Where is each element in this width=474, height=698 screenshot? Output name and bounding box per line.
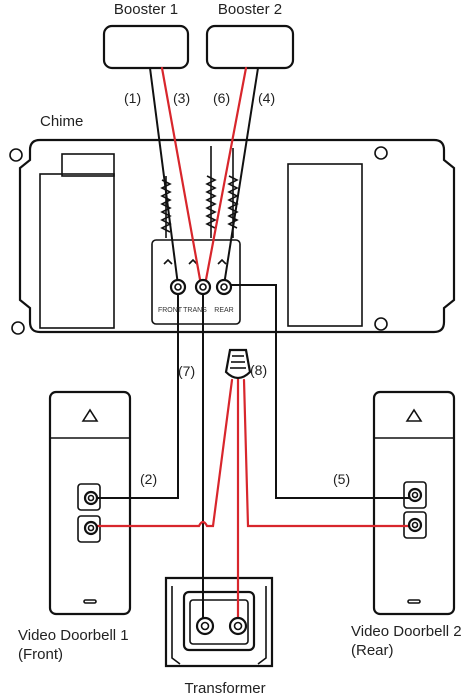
doorbell-2-slot [407, 599, 421, 604]
doorbell-2-label-line1: Video Doorbell 2 [351, 623, 462, 640]
transformer-label: Transformer [184, 680, 265, 697]
screw-terminal-icon [195, 616, 215, 636]
doorbell-2-body [372, 390, 456, 616]
wire-5 [223, 284, 416, 499]
chime-mount-hole-tr [374, 146, 388, 160]
wire-label-2: (2) [140, 471, 157, 487]
terminal-bracket-rear [217, 258, 227, 265]
booster-2-box [205, 24, 295, 70]
screw-terminal-icon [194, 278, 212, 296]
chime-mount-hole-br [374, 317, 388, 331]
doorbell-1-terminal-lower-plate [77, 515, 101, 543]
screw-terminal-icon [169, 278, 187, 296]
wire-nut-icon [224, 348, 252, 380]
triangle-up-icon [405, 408, 423, 422]
wire-label-5: (5) [333, 471, 350, 487]
transformer-inner [189, 599, 249, 645]
wire-6 [203, 66, 248, 287]
doorbell-2-terminal-upper-plate [403, 481, 427, 509]
transformer-body [182, 590, 256, 652]
chime-mount-hole-bl [11, 321, 25, 335]
chime-tab [61, 153, 115, 177]
screw-terminal-icon [83, 520, 99, 536]
triangle-up-icon [81, 408, 99, 422]
wire-label-8: (8) [250, 362, 267, 378]
wire-label-4: (4) [258, 90, 275, 106]
terminal-bracket-front [163, 258, 173, 265]
wire-label-3: (3) [173, 90, 190, 106]
booster-2-label: Booster 2 [218, 1, 282, 18]
wire-2 [90, 290, 179, 499]
wire-8-to-doorbell-1 [89, 378, 234, 528]
chime-spring-middle [205, 146, 217, 238]
wire-label-7: (7) [178, 363, 195, 379]
screw-terminal-icon [215, 278, 233, 296]
chime-housing [18, 138, 456, 334]
wire-4 [223, 67, 259, 286]
booster-1-box [102, 24, 190, 70]
chime-terminal-block [151, 239, 241, 325]
chime-right-panel [287, 163, 363, 327]
transformer-bracket-left [171, 586, 181, 665]
doorbell-1-label-line1: Video Doorbell 1 [18, 627, 129, 644]
wire-1 [149, 67, 179, 286]
terminal-label-trans: TRANS [183, 307, 207, 314]
doorbell-1-label-line2: (Front) [18, 646, 63, 663]
terminal-label-rear: REAR [214, 307, 233, 314]
chime-label: Chime [40, 113, 83, 130]
screw-terminal-icon [83, 490, 99, 506]
screw-terminal-icon [407, 487, 423, 503]
screw-terminal-icon [407, 517, 423, 533]
chime-left-panel [39, 173, 115, 329]
wire-label-6: (6) [213, 90, 230, 106]
wire-8-to-doorbell-2 [242, 378, 417, 528]
chime-mount-hole-tl [9, 148, 23, 162]
transformer-bracket-right [257, 586, 267, 665]
booster-1-label: Booster 1 [114, 1, 178, 18]
doorbell-2-label-line2: (Rear) [351, 642, 394, 659]
screw-terminal-icon [228, 616, 248, 636]
terminal-bracket-trans [188, 258, 198, 265]
wire-label-1: (1) [124, 90, 141, 106]
wire-3 [160, 66, 203, 287]
doorbell-1-slot [83, 599, 97, 604]
terminal-label-front: FRONT [158, 307, 183, 314]
